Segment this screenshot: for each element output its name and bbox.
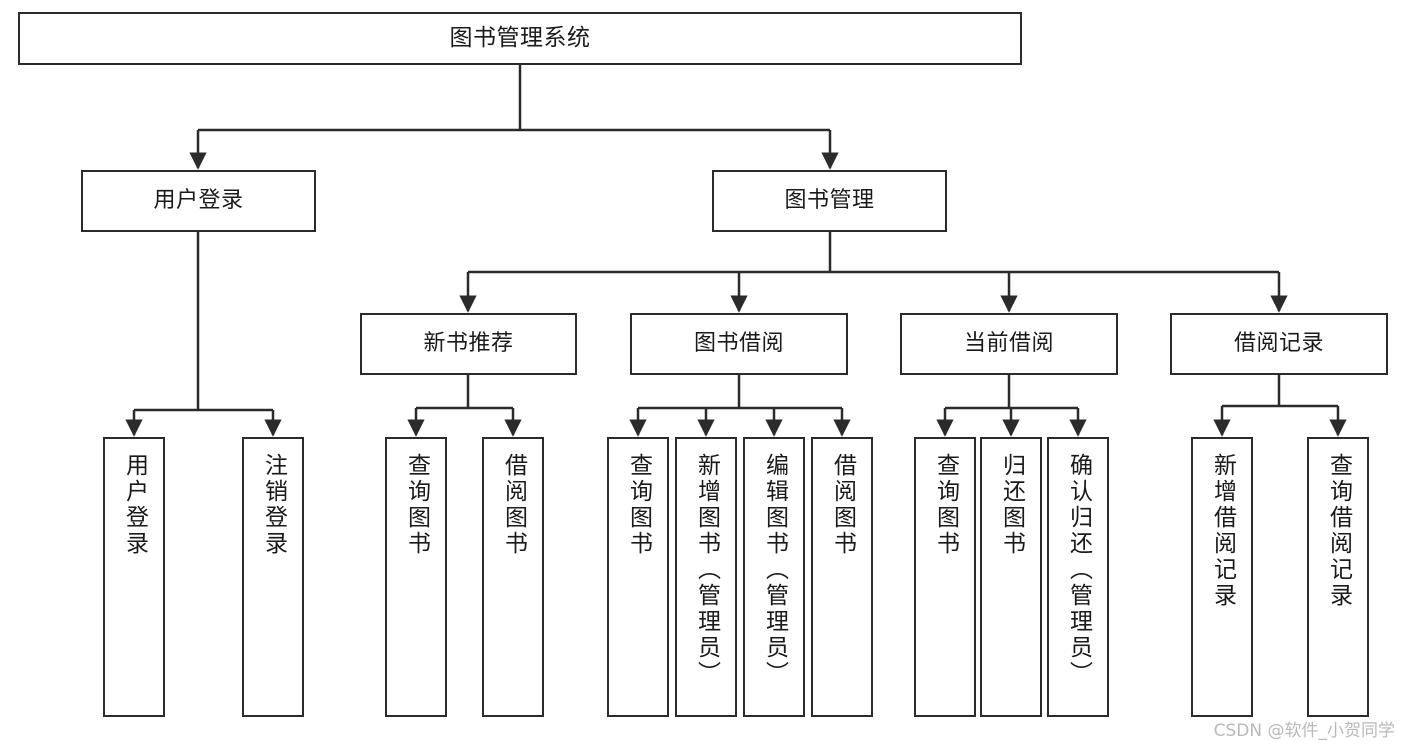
node-label: 图书借阅 — [693, 331, 784, 357]
node-label: 查询图书 — [403, 453, 430, 557]
node-label: 注销登录 — [260, 453, 287, 557]
node-label: 用户登录 — [121, 453, 148, 557]
node-borrowing-record[interactable]: 借阅记录 — [1170, 313, 1388, 375]
node-label: 当前借阅 — [963, 331, 1054, 357]
node-label: 新增借阅记录 — [1209, 453, 1236, 609]
node-new-book-recommendation[interactable]: 新书推荐 — [360, 313, 577, 375]
leaf-book-borrow-query-book[interactable]: 查询图书 — [607, 437, 669, 717]
node-label: 借阅记录 — [1233, 331, 1324, 357]
leaf-borrow-record-query-record[interactable]: 查询借阅记录 — [1307, 437, 1369, 717]
leaf-book-borrow-borrow-book[interactable]: 借阅图书 — [811, 437, 873, 717]
node-label: 编辑图书（管理员） — [761, 453, 788, 687]
watermark-text: CSDN @软件_小贺同学 — [1213, 721, 1395, 741]
node-book-borrowing[interactable]: 图书借阅 — [630, 313, 848, 375]
leaf-current-borrow-return-book[interactable]: 归还图书 — [980, 437, 1042, 717]
leaf-current-borrow-confirm-return-admin[interactable]: 确认归还（管理员） — [1047, 437, 1109, 717]
leaf-new-book-borrow-book[interactable]: 借阅图书 — [482, 437, 544, 717]
node-book-management[interactable]: 图书管理 — [712, 170, 947, 232]
node-label: 查询图书 — [932, 453, 959, 557]
leaf-user-login-logout[interactable]: 注销登录 — [242, 437, 304, 717]
node-label: 查询图书 — [625, 453, 652, 557]
node-label: 归还图书 — [998, 453, 1025, 557]
leaf-current-borrow-query-book[interactable]: 查询图书 — [914, 437, 976, 717]
leaf-borrow-record-add-record[interactable]: 新增借阅记录 — [1191, 437, 1253, 717]
node-label: 新增图书（管理员） — [693, 453, 720, 687]
node-label: 图书管理 — [784, 188, 875, 214]
node-current-borrowing[interactable]: 当前借阅 — [900, 313, 1118, 375]
node-label: 新书推荐 — [423, 331, 514, 357]
node-root-book-management-system[interactable]: 图书管理系统 — [18, 12, 1022, 65]
node-label: 图书管理系统 — [449, 24, 591, 51]
node-label: 用户登录 — [153, 188, 244, 214]
node-label: 借阅图书 — [829, 453, 856, 557]
leaf-book-borrow-edit-book-admin[interactable]: 编辑图书（管理员） — [743, 437, 805, 717]
node-label: 查询借阅记录 — [1325, 453, 1352, 609]
leaf-user-login-login[interactable]: 用户登录 — [103, 437, 165, 717]
node-label: 借阅图书 — [500, 453, 527, 557]
leaf-new-book-query-book[interactable]: 查询图书 — [385, 437, 447, 717]
node-user-login[interactable]: 用户登录 — [81, 170, 316, 232]
leaf-book-borrow-add-book-admin[interactable]: 新增图书（管理员） — [675, 437, 737, 717]
node-label: 确认归还（管理员） — [1065, 453, 1092, 687]
